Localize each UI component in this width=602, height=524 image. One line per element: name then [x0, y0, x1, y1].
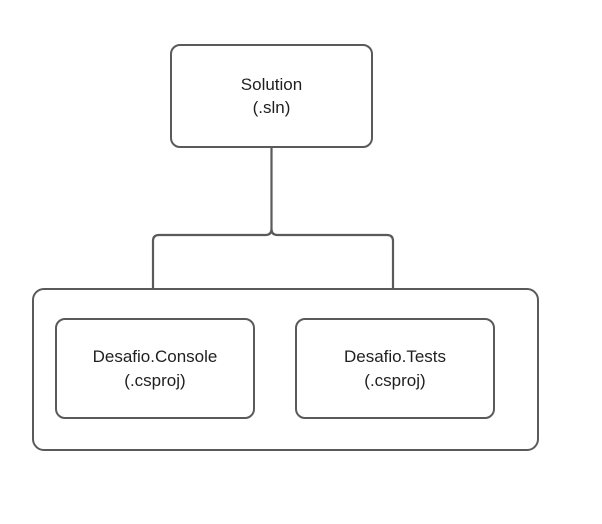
node-solution-extension: (.sln)	[252, 98, 291, 117]
node-solution-name: Solution	[240, 74, 303, 94]
node-console-extension: (.csproj)	[124, 370, 186, 390]
node-tests-name: Desafio.Tests	[343, 347, 447, 367]
node-console-name: Desafio.Console	[92, 347, 218, 367]
node-desafio-console[interactable]: Desafio.Console (.csproj)	[55, 318, 255, 419]
node-desafio-tests[interactable]: Desafio.Tests (.csproj)	[295, 318, 495, 419]
node-solution[interactable]: Solution (.sln)	[170, 44, 373, 148]
node-tests-extension: (.csproj)	[364, 370, 426, 390]
